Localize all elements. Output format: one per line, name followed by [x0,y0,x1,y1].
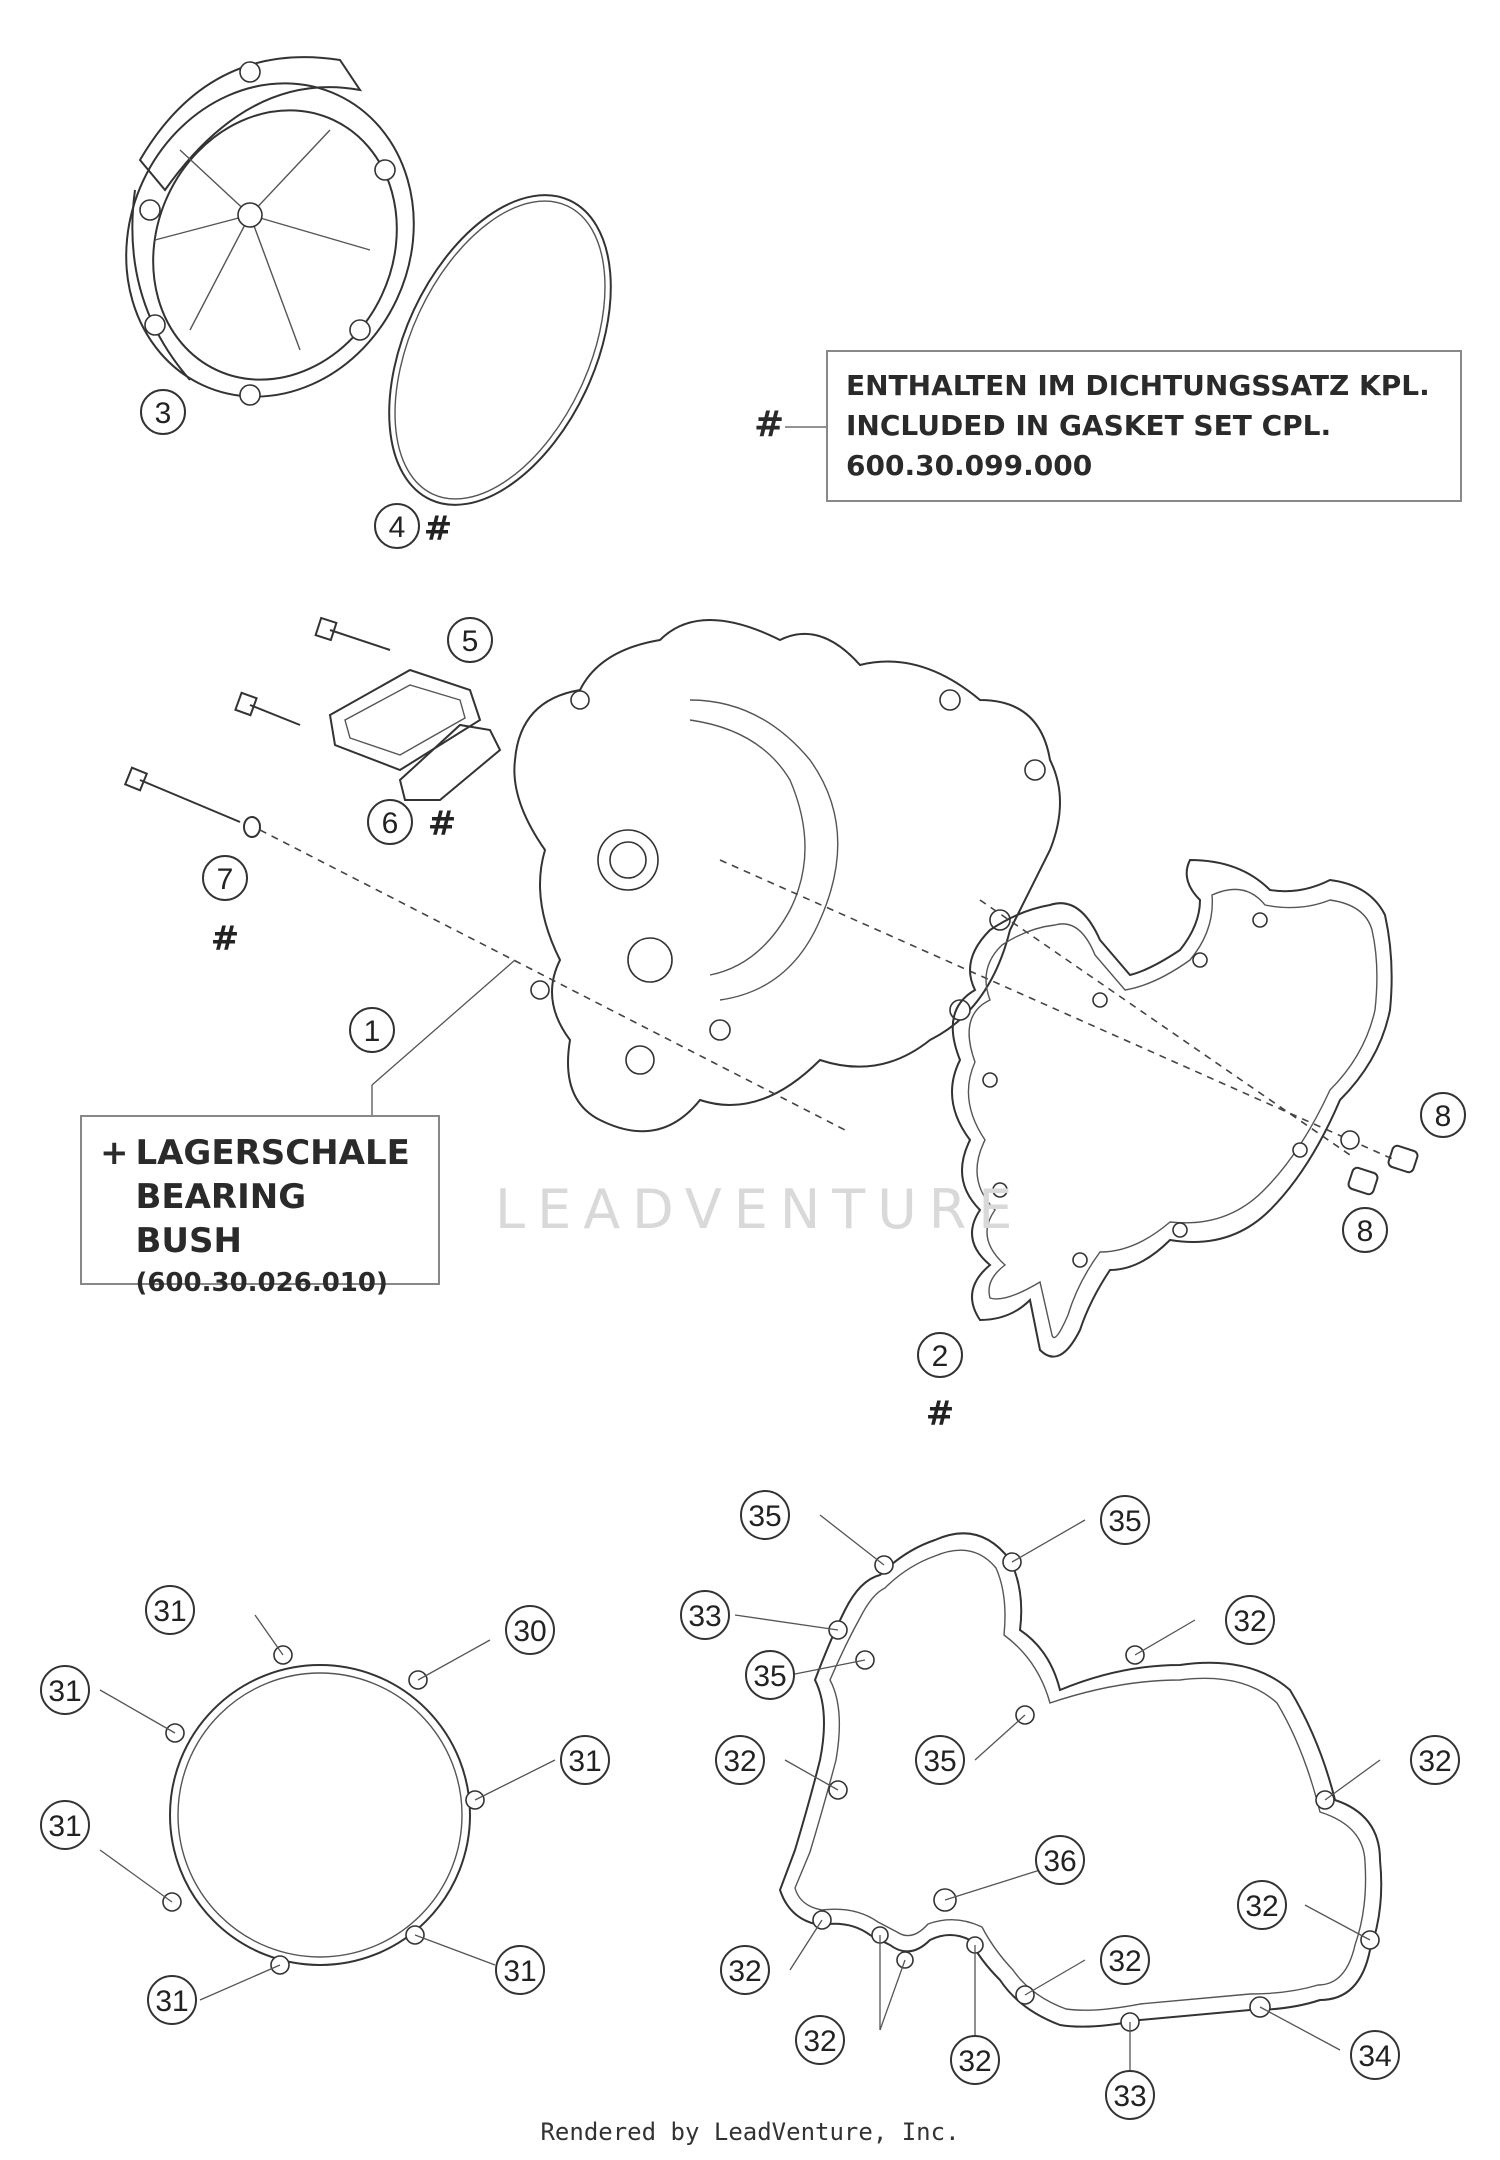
cover-gasket-part-2 [951,858,1393,1358]
svg-text:8: 8 [1435,1100,1452,1133]
svg-text:31: 31 [568,1745,601,1778]
water-pump-cover-part-5 [328,668,482,772]
callout-32-bottom-pair: 32 [795,2015,845,2065]
callout-8-lower: 8 [1342,1207,1388,1253]
bolt-long-part-7 [123,766,261,838]
svg-text:32: 32 [1418,1745,1451,1778]
gasket-set-line-2: INCLUDED IN GASKET SET CPL. [846,409,1332,442]
callout-6: 6 [367,799,413,845]
gasket-set-legend-box: ENTHALTEN IM DICHTUNGSSATZ KPL. INCLUDED… [826,350,1462,502]
svg-text:31: 31 [48,1810,81,1843]
callout-36: 36 [1035,1835,1085,1885]
svg-text:5: 5 [462,625,479,658]
callout-31-left-lower: 31 [40,1800,90,1850]
o-ring-part-4 [388,194,612,506]
callout-31-bottom: 31 [147,1975,197,2025]
callout-30: 30 [505,1605,555,1655]
gasket-set-part-number: 600.30.099.000 [846,449,1093,482]
callout-31-left-upper: 31 [40,1665,90,1715]
bearing-part-number: (600.30.026.010) [135,1268,388,1298]
callout-35-mid-left: 35 [745,1650,795,1700]
svg-text:31: 31 [155,1985,188,2018]
callout-32-right: 32 [1410,1735,1460,1785]
svg-text:36: 36 [1043,1845,1076,1878]
svg-text:32: 32 [728,1955,761,1988]
bolt-upper [314,616,391,651]
svg-text:33: 33 [1113,2080,1146,2113]
svg-text:1: 1 [364,1015,381,1048]
bolt-middle [234,691,301,726]
gasket-part-6 [398,723,502,801]
bearing-plus-marker: + [100,1133,129,1173]
svg-text:31: 31 [503,1955,536,1988]
callout-4: 4 [374,503,420,549]
svg-text:32: 32 [723,1745,756,1778]
dowel-pin-lower [1347,1166,1379,1196]
callout-31-bottom-right: 31 [495,1945,545,1995]
bearing-bush-box: + LAGERSCHALE BEARING BUSH (600.30.026.0… [80,1115,440,1298]
svg-text:32: 32 [1108,1945,1141,1978]
callout-3: 3 [140,389,186,435]
hash-mark-7: # [211,919,240,959]
svg-text:32: 32 [803,2025,836,2058]
callout-7: 7 [202,855,248,901]
svg-text:8: 8 [1357,1215,1374,1248]
axis-line-bolt [259,829,846,1131]
bearing-line-1: LAGERSCHALE [135,1133,410,1173]
svg-text:31: 31 [48,1675,81,1708]
svg-text:35: 35 [748,1500,781,1533]
svg-text:32: 32 [1233,1605,1266,1638]
callout-8-upper: 8 [1420,1092,1466,1138]
svg-text:3: 3 [155,397,172,430]
legend-hash-marker: # [754,404,785,445]
hash-mark-6: # [428,804,457,844]
callout-33-bottom: 33 [1105,2070,1155,2120]
callout-33-top: 33 [680,1590,730,1640]
callout-2: 2 [917,1332,963,1378]
callout-32-bottom-left: 32 [720,1945,770,1995]
svg-text:4: 4 [389,511,406,544]
callout-35-top-right: 35 [1100,1495,1150,1545]
callout-32-center: 32 [1100,1935,1150,1985]
callout-32-bottom-mid: 32 [950,2035,1000,2085]
svg-text:32: 32 [958,2045,991,2078]
bearing-line-2: BEARING BUSH [135,1177,307,1261]
callout-32-top-right: 32 [1225,1595,1275,1645]
footer-credit: Rendered by LeadVenture, Inc. [540,2118,960,2146]
svg-text:31: 31 [153,1595,186,1628]
gasket-set-line-1: ENTHALTEN IM DICHTUNGSSATZ KPL. [846,369,1430,402]
leader-lines [99,426,1381,2080]
callout-31-right: 31 [560,1735,610,1785]
svg-text:30: 30 [513,1615,546,1648]
dowel-pin-upper [1387,1144,1419,1174]
watermark: LEADVENTURE [495,1178,1025,1241]
axis-line-dowel-2 [979,899,1351,1156]
svg-text:33: 33 [688,1600,721,1633]
cover-gasket-detail [778,1532,1383,2032]
callout-32-right-lower: 32 [1237,1880,1287,1930]
hash-mark-2: # [926,1394,955,1434]
svg-text:35: 35 [1108,1505,1141,1538]
svg-text:32: 32 [1245,1890,1278,1923]
callout-1: 1 [349,1007,395,1053]
clutch-cover-gasket-30 [162,1645,485,1975]
callout-31-top: 31 [145,1585,195,1635]
svg-text:34: 34 [1358,2040,1391,2073]
callout-35-top-left: 35 [740,1490,790,1540]
clutch-cover-part-3 [125,56,415,406]
callout-5: 5 [447,617,493,663]
hash-mark-4: # [424,509,453,549]
svg-text:35: 35 [923,1745,956,1778]
axis-line-dowel-1 [719,859,1396,1161]
svg-text:35: 35 [753,1660,786,1693]
svg-text:7: 7 [217,863,234,896]
callout-34: 34 [1350,2030,1400,2080]
callout-32-left: 32 [715,1735,765,1785]
svg-text:6: 6 [382,807,399,840]
callout-35-center: 35 [915,1735,965,1785]
ignition-cover-part-1 [513,619,1061,1133]
svg-text:2: 2 [932,1340,949,1373]
